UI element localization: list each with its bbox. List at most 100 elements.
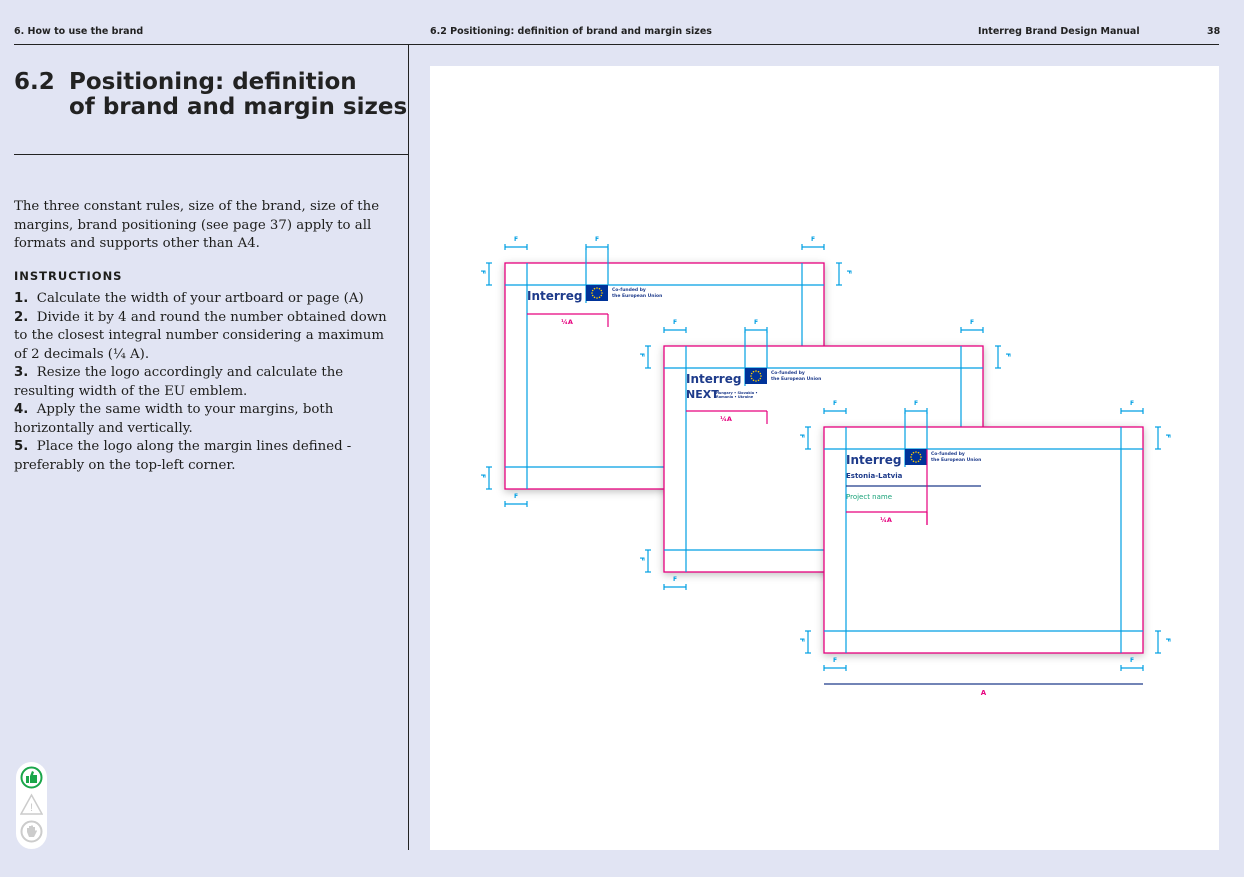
step: 3. Resize the logo accordingly and calcu… xyxy=(14,365,344,399)
eu-star xyxy=(591,292,593,294)
intro-text: The three constant rules, size of the br… xyxy=(14,199,380,251)
eu-star xyxy=(593,287,596,290)
interreg-logo-text: Interreg xyxy=(686,372,741,386)
eu-star xyxy=(915,451,917,453)
eu-star xyxy=(750,372,753,375)
instructions-list: 1. Calculate the width of your artboard … xyxy=(14,290,389,475)
eu-star xyxy=(755,370,757,372)
eu-star xyxy=(750,377,753,380)
eu-star xyxy=(912,460,915,463)
eu-star xyxy=(600,294,603,297)
eu-star xyxy=(596,297,598,299)
eu-star xyxy=(757,370,760,373)
quarter-a-label: ¼A xyxy=(720,415,732,423)
margin-label: F xyxy=(833,400,837,407)
margin-label: F xyxy=(479,270,486,274)
eu-star xyxy=(920,456,922,458)
eu-star xyxy=(600,289,603,292)
margin-label: F xyxy=(638,353,645,357)
project-name: Project name xyxy=(846,493,892,501)
margin-label: F xyxy=(479,474,486,478)
eu-star xyxy=(757,379,760,382)
next-countries: Hungary • Slovakia • xyxy=(716,391,758,395)
page-number: 38 xyxy=(1207,26,1221,37)
margin-label: F xyxy=(845,270,852,274)
margin-label: F xyxy=(1130,400,1134,407)
eu-flag-icon xyxy=(905,449,927,465)
eu-star xyxy=(912,451,915,454)
cofunded-text: the European Union xyxy=(612,293,662,299)
eu-star xyxy=(591,289,594,292)
eu-star xyxy=(591,294,594,297)
margin-label: F xyxy=(673,576,677,583)
cofunded-text: the European Union xyxy=(931,457,981,463)
thumbs-up-icon[interactable] xyxy=(20,766,43,789)
margin-label: F xyxy=(798,638,805,642)
interreg-logo-text: Interreg xyxy=(846,453,901,467)
eu-star xyxy=(917,451,920,454)
eu-star xyxy=(598,287,601,290)
eu-star xyxy=(759,377,762,380)
cofunded-text: Co-funded by xyxy=(931,451,965,457)
eu-star xyxy=(910,456,912,458)
eu-star xyxy=(759,372,762,375)
cofunded-text: the European Union xyxy=(771,376,821,382)
eu-star xyxy=(915,461,917,463)
step: 1. Calculate the width of your artboard … xyxy=(14,291,364,306)
margin-label: F xyxy=(833,657,837,664)
cofunded-text: Co-funded by xyxy=(612,287,646,293)
eu-star xyxy=(910,453,913,456)
eu-star xyxy=(919,453,922,456)
column-divider xyxy=(408,44,409,850)
margin-label: F xyxy=(514,236,518,243)
margin-label: F xyxy=(1004,353,1011,357)
instructions-heading: INSTRUCTIONS xyxy=(14,269,123,283)
margin-label: F xyxy=(811,236,815,243)
header-subsection: 6.2 Positioning: definition of brand and… xyxy=(430,26,712,37)
quarter-a-label: ¼A xyxy=(561,318,573,326)
eu-star xyxy=(910,458,913,461)
warning-icon[interactable]: ! xyxy=(19,793,44,816)
margin-label: F xyxy=(514,493,518,500)
step: 2. Divide it by 4 and round the number o… xyxy=(14,309,387,362)
programme-name: Estonia-Latvia xyxy=(846,472,903,480)
header-section: 6. How to use the brand xyxy=(14,26,144,37)
eu-star xyxy=(593,296,596,299)
eu-star xyxy=(917,460,920,463)
next-countries: Romania • Ukraine xyxy=(716,395,754,399)
cofunded-text: Co-funded by xyxy=(771,370,805,376)
width-a-label: A xyxy=(981,689,987,697)
next-logo-text: NEXT xyxy=(686,388,719,401)
eu-star xyxy=(752,379,755,382)
eu-star xyxy=(601,292,603,294)
eu-star xyxy=(752,370,755,373)
eu-flag-icon xyxy=(586,285,608,301)
feedback-panel: ! xyxy=(16,762,47,849)
quarter-a-label: ¼A xyxy=(880,516,892,524)
margin-label: F xyxy=(673,319,677,326)
margin-label: F xyxy=(970,319,974,326)
artboard-frame xyxy=(823,426,1144,654)
margin-label: F xyxy=(754,319,758,326)
eu-star xyxy=(598,296,601,299)
margin-label: F xyxy=(1164,434,1171,438)
eu-star xyxy=(596,287,598,289)
step: 5. Place the logo along the margin lines… xyxy=(14,439,352,473)
eu-star xyxy=(755,380,757,382)
margin-label: F xyxy=(1164,638,1171,642)
svg-text:!: ! xyxy=(30,802,33,814)
interreg-logo-text: Interreg xyxy=(527,289,582,303)
margin-label: F xyxy=(595,236,599,243)
header-rule xyxy=(14,44,1219,45)
header-manual: Interreg Brand Design Manual xyxy=(978,26,1140,37)
margin-label: F xyxy=(1130,657,1134,664)
step: 4. Apply the same width to your margins,… xyxy=(14,402,334,436)
title-rule xyxy=(14,154,408,155)
margin-label: F xyxy=(638,557,645,561)
eu-star xyxy=(760,375,762,377)
eu-star xyxy=(750,375,752,377)
stop-hand-icon[interactable] xyxy=(20,820,43,843)
eu-flag-icon xyxy=(745,368,767,384)
